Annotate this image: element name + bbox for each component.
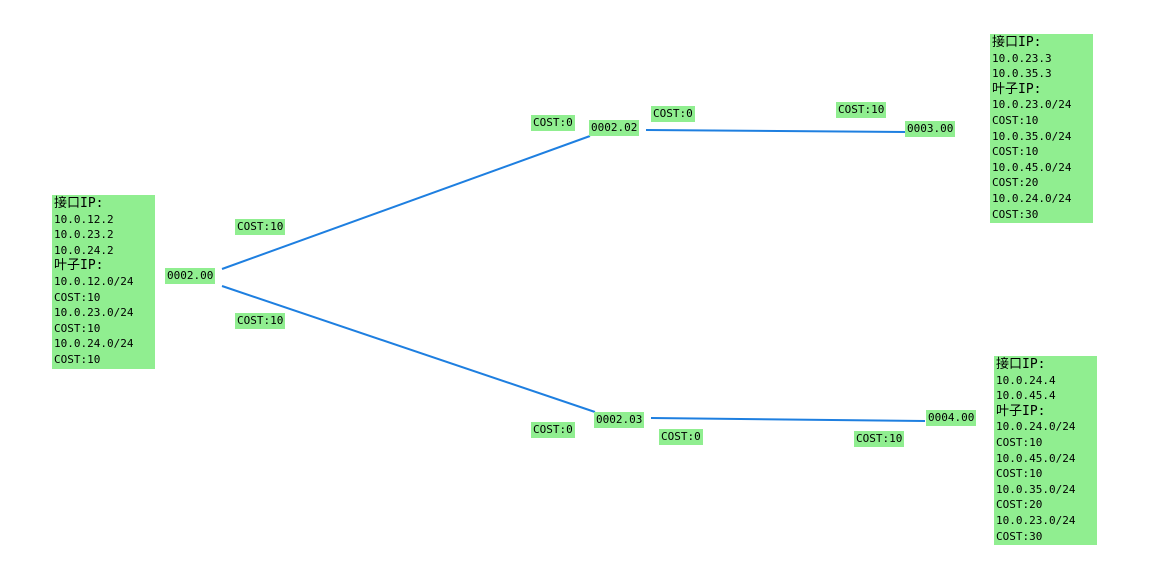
info-box-0003-00: 接口IP: 10.0.23.3 10.0.35.3 叶子IP: 10.0.23.… [990,34,1093,224]
iface-ip: 10.0.23.2 [54,228,114,242]
cost-label-0003-00: COST:10 [836,102,887,118]
leaf-network: 10.0.24.0/24 [996,420,1076,434]
edge-0002-00-to-0002-03 [221,285,596,413]
leaf-cost: COST:10 [996,467,1043,481]
node-0002-03[interactable]: 0002.03 [594,412,645,428]
leaf-cost: COST:10 [54,290,101,304]
edge-0002-00-to-0002-02 [221,135,591,270]
leaf-cost: COST:20 [992,176,1039,190]
leaf-network: 10.0.24.0/24 [54,337,134,351]
iface-ip: 10.0.12.2 [54,212,114,226]
leaf-cost: COST:10 [54,352,101,366]
edge-0002-03-to-0004-00 [650,417,926,422]
leaf-network: 10.0.35.0/24 [996,482,1076,496]
leaf-ip-title: 叶子IP: [54,258,104,274]
leaf-network: 10.0.45.0/24 [996,451,1076,465]
leaf-cost: COST:20 [996,498,1043,512]
leaf-network: 10.0.45.0/24 [992,160,1072,174]
iface-ip: 10.0.35.3 [992,67,1052,81]
node-0004-00[interactable]: 0004.00 [926,410,977,426]
info-box-0002-00: 接口IP: 10.0.12.2 10.0.23.2 10.0.24.2 叶子IP… [52,195,155,369]
leaf-network: 10.0.23.0/24 [996,513,1076,527]
iface-ip: 10.0.45.4 [996,389,1056,403]
cost-label-0002-02-right: COST:0 [651,106,695,122]
leaf-network: 10.0.35.0/24 [992,129,1072,143]
iface-ip: 10.0.23.3 [992,51,1052,65]
edge-0002-02-to-0003-00 [645,129,907,133]
leaf-cost: COST:30 [996,529,1043,543]
leaf-cost: COST:10 [996,435,1043,449]
leaf-ip-title: 叶子IP: [992,81,1042,97]
iface-ip-title: 接口IP: [992,35,1042,50]
node-0002-02[interactable]: 0002.02 [589,120,640,136]
cost-label-0002-02-left: COST:0 [531,115,575,131]
cost-label-0004-00: COST:10 [854,431,905,447]
leaf-network: 10.0.12.0/24 [54,274,134,288]
cost-label-0002-03-left: COST:0 [531,422,575,438]
leaf-cost: COST:10 [992,145,1039,159]
leaf-network: 10.0.24.0/24 [992,191,1072,205]
leaf-ip-title: 叶子IP: [996,403,1046,419]
leaf-network: 10.0.23.0/24 [54,306,134,320]
leaf-network: 10.0.23.0/24 [992,98,1072,112]
iface-ip-title: 接口IP: [54,196,104,211]
leaf-cost: COST:30 [992,207,1039,221]
node-0003-00[interactable]: 0003.00 [905,121,956,137]
cost-label-0002-00-lower: COST:10 [235,313,286,329]
leaf-cost: COST:10 [992,113,1039,127]
info-box-0004-00: 接口IP: 10.0.24.4 10.0.45.4 叶子IP: 10.0.24.… [994,356,1097,546]
cost-label-0002-00-upper: COST:10 [235,219,286,235]
iface-ip: 10.0.24.4 [996,373,1056,387]
iface-ip-title: 接口IP: [996,357,1046,372]
node-0002-00[interactable]: 0002.00 [165,268,216,284]
leaf-cost: COST:10 [54,321,101,335]
cost-label-0002-03-right: COST:0 [659,429,703,445]
iface-ip: 10.0.24.2 [54,243,114,257]
